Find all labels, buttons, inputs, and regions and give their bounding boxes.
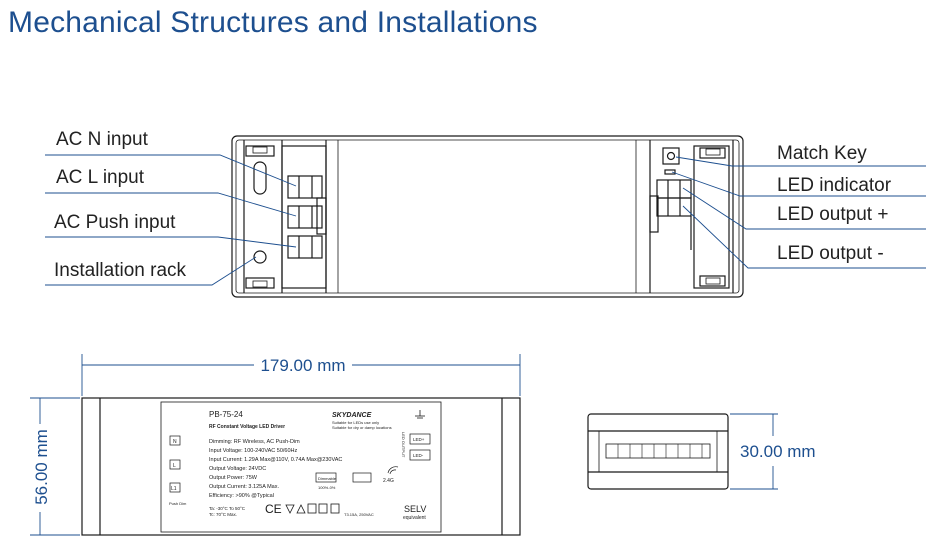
width-dimension-lines — [81, 354, 521, 396]
label-spec-5: Output Current: 3.125A Max. — [209, 484, 279, 490]
certification-marks-icon: CE — [265, 502, 340, 516]
svg-text:CE: CE — [265, 502, 282, 516]
label-spec-4: Output Power: 75W — [209, 475, 258, 481]
label-temps-2: Tc: 70°C Max. — [209, 512, 237, 517]
callout-led-indicator: LED indicator — [777, 175, 892, 196]
label-selv-equivalent: equivalent — [403, 515, 426, 521]
callout-match-key: Match Key — [777, 143, 867, 164]
front-view-drawing — [81, 397, 521, 536]
dimension-depth: 30.00 mm — [740, 442, 816, 461]
label-dimmable-range: 100%-0% — [318, 485, 336, 490]
callout-ac-n-input: AC N input — [56, 129, 149, 150]
callout-leader-lines — [45, 154, 926, 286]
label-led-plus: LED+ — [413, 437, 425, 442]
ground-icon — [415, 410, 425, 419]
callout-led-output-minus: LED output - — [777, 243, 884, 264]
label-spec-0: Dimming: RF Wireless, AC Push-Dim — [209, 439, 300, 445]
label-dimmable: Dimmable — [318, 476, 337, 481]
label-subtitle: RF Constant Voltage LED Driver — [209, 424, 285, 430]
label-spec-2: Input Current: 1.29A Max@110V, 0.74A Max… — [209, 457, 342, 463]
depth-dimension-lines — [730, 413, 778, 490]
label-term-l: L — [173, 463, 176, 469]
label-push-dim: Push Dim — [169, 501, 187, 506]
label-term-l1: L1 — [171, 486, 177, 492]
callout-ac-l-input: AC L input — [56, 167, 145, 188]
label-model: PB-75-24 — [209, 410, 243, 419]
dimension-width: 179.00 mm — [260, 356, 345, 375]
height-dimension-lines — [30, 397, 80, 536]
label-led-minus: LED- — [413, 453, 424, 458]
wireless-icon — [387, 466, 399, 475]
label-spec-3: Output Voltage: 24VDC — [209, 466, 266, 472]
callout-led-output-plus: LED output + — [777, 204, 888, 225]
label-brand-note-1: Suitable for LEDs use only — [332, 420, 379, 425]
page-title: Mechanical Structures and Installations — [8, 6, 538, 39]
callout-ac-push-input: AC Push input — [54, 212, 176, 233]
label-temps-1: Ta: -30°C To 50°C — [209, 506, 246, 511]
label-freq: 2.4G — [383, 478, 394, 484]
label-spec-6: Efficiency: >90% @Typical — [209, 493, 274, 499]
label-brand: SKYDANCE — [332, 412, 372, 419]
label-brand-note-2: Suitable for dry or damp locations — [332, 425, 392, 430]
label-selv: SELV — [404, 504, 426, 514]
label-fuse: T3.15A, 250VAC — [344, 512, 374, 517]
callout-installation-rack: Installation rack — [54, 260, 187, 281]
label-led-output: LED OUTPUT — [401, 432, 406, 458]
dimension-height: 56.00 mm — [32, 429, 51, 505]
label-spec-1: Input Voltage: 100-240VAC 50/60Hz — [209, 448, 298, 454]
label-term-n: N — [173, 439, 177, 445]
front-label-text: PB-75-24 RF Constant Voltage LED Driver … — [169, 410, 426, 521]
side-view-drawing — [587, 413, 729, 490]
top-view-drawing — [231, 135, 744, 298]
